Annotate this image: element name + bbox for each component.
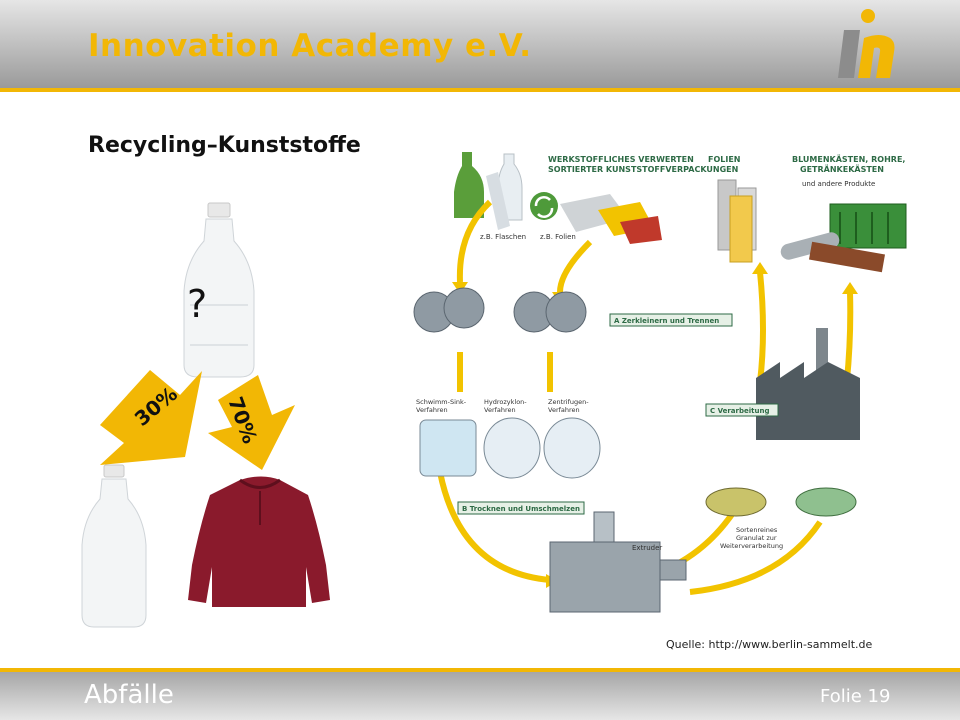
recycling-symbol-icon bbox=[530, 192, 558, 220]
svg-text:Weiterverarbeitung: Weiterverarbeitung bbox=[720, 542, 783, 550]
svg-text:und andere Produkte: und andere Produkte bbox=[802, 180, 875, 188]
footer-section-title: Abfälle bbox=[84, 680, 174, 710]
svg-text:z.B. Folien: z.B. Folien bbox=[540, 233, 576, 241]
extruder-machine bbox=[549, 511, 687, 613]
hydrocyclone bbox=[483, 417, 541, 479]
header-divider bbox=[0, 88, 960, 92]
foil-rolls bbox=[717, 179, 757, 263]
svg-text:z.B. Flaschen: z.B. Flaschen bbox=[480, 233, 526, 241]
factory-building bbox=[756, 328, 860, 440]
svg-text:Zentrifugen-: Zentrifugen- bbox=[548, 398, 589, 406]
granulate-pile-2 bbox=[795, 487, 857, 517]
svg-text:Verfahren: Verfahren bbox=[548, 406, 580, 414]
arrow-70-percent: 70% bbox=[208, 375, 295, 470]
float-sink-tank bbox=[419, 419, 477, 477]
shredder-gears-left bbox=[413, 287, 485, 333]
source-citation: Quelle: http://www.berlin-sammelt.de bbox=[666, 638, 873, 651]
step-b-label-box bbox=[457, 501, 585, 515]
step-a-label-box bbox=[609, 313, 733, 327]
header-title: Innovation Academy e.V. bbox=[88, 28, 532, 64]
foil-red bbox=[620, 216, 662, 244]
slide-title: Recycling–Kunststoffe bbox=[88, 133, 361, 158]
beverage-crate bbox=[829, 203, 907, 249]
step-c-label-box bbox=[705, 403, 779, 417]
footer-band bbox=[0, 672, 960, 720]
pet-bottle-bottom bbox=[81, 464, 147, 628]
bottle-recycling-illustration: ? 30% 70% bbox=[81, 202, 330, 628]
pet-bottle-top bbox=[183, 202, 255, 378]
svg-text:Verfahren: Verfahren bbox=[484, 406, 516, 414]
svg-text:Extruder: Extruder bbox=[632, 544, 662, 552]
svg-text:WERKSTOFFLICHES VERWERTEN: WERKSTOFFLICHES VERWERTEN bbox=[548, 155, 694, 164]
svg-text:C Verarbeitung: C Verarbeitung bbox=[710, 407, 769, 415]
question-mark: ? bbox=[187, 282, 207, 326]
svg-text:GETRÄNKEKÄSTEN: GETRÄNKEKÄSTEN bbox=[800, 164, 884, 174]
svg-text:Schwimm-Sink-: Schwimm-Sink- bbox=[416, 398, 467, 406]
fleece-jacket bbox=[188, 476, 330, 607]
footer-divider bbox=[0, 668, 960, 672]
svg-text:BLUMENKÄSTEN, ROHRE,: BLUMENKÄSTEN, ROHRE, bbox=[792, 154, 905, 164]
svg-text:B Trocknen und Umschmelzen: B Trocknen und Umschmelzen bbox=[462, 505, 580, 513]
granulate-pile-1 bbox=[705, 487, 767, 517]
svg-text:Hydrozyklon-: Hydrozyklon- bbox=[484, 398, 527, 406]
pipe-and-planter bbox=[780, 232, 886, 273]
packaging-bottles bbox=[454, 152, 523, 230]
centrifuge bbox=[543, 417, 601, 479]
arrow-30-percent: 30% bbox=[100, 370, 202, 465]
header-band bbox=[0, 0, 960, 88]
svg-text:A Zerkleinern und Trennen: A Zerkleinern und Trennen bbox=[614, 317, 719, 325]
recycling-process-diagram: WERKSTOFFLICHES VERWERTEN SORTIERTER KUN… bbox=[413, 152, 907, 613]
shredder-gears-right bbox=[513, 291, 587, 333]
svg-text:Granulat zur: Granulat zur bbox=[736, 534, 777, 542]
svg-text:Verfahren: Verfahren bbox=[416, 406, 448, 414]
svg-text:SORTIERTER KUNSTSTOFFVERPACKUN: SORTIERTER KUNSTSTOFFVERPACKUNGEN bbox=[548, 165, 738, 174]
innovation-academy-logo bbox=[838, 9, 895, 78]
svg-text:Sortenreines: Sortenreines bbox=[736, 526, 778, 534]
slide-number: Folie 19 bbox=[820, 686, 891, 707]
svg-text:FOLIEN: FOLIEN bbox=[708, 155, 741, 164]
